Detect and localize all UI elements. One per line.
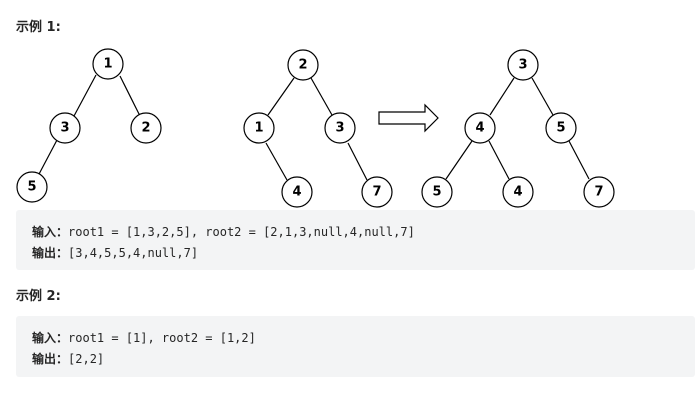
- svg-text:2: 2: [298, 58, 307, 73]
- example-1-output-line: 输出：[3,4,5,5,4,null,7]: [32, 244, 198, 261]
- right-arrow-icon: [378, 103, 439, 133]
- merged-edge: [568, 140, 590, 180]
- example-2-output-line: 输出：[2,2]: [32, 350, 104, 367]
- merged-node: 4: [502, 176, 534, 208]
- output-value: [2,2]: [68, 352, 105, 366]
- input-label: 输入：: [32, 331, 69, 345]
- merged-node: 7: [583, 176, 615, 208]
- svg-text:1: 1: [254, 121, 263, 136]
- tree1-node: 1: [92, 48, 124, 80]
- example-2-code-block: 输入：root1 = [1], root2 = [1,2] 输出：[2,2]: [16, 316, 695, 377]
- svg-text:5: 5: [27, 180, 36, 195]
- tree1-edge: [73, 74, 97, 117]
- svg-text:5: 5: [556, 121, 565, 136]
- svg-text:4: 4: [292, 185, 301, 200]
- svg-text:2: 2: [141, 121, 150, 136]
- svg-text:7: 7: [372, 185, 381, 200]
- output-label: 输出：: [32, 246, 69, 260]
- example-1-input-line: 输入：root1 = [1,3,2,5], root2 = [2,1,3,nul…: [32, 223, 415, 240]
- tree1-edges: [37, 74, 141, 177]
- tree1-node: 3: [49, 112, 81, 144]
- example-1-heading: 示例 1:: [16, 20, 61, 35]
- merged-edge: [531, 77, 554, 116]
- merged-node: 3: [507, 49, 539, 81]
- tree2-edge: [267, 77, 295, 116]
- input-label: 输入：: [32, 225, 69, 239]
- tree2-edge: [347, 142, 368, 181]
- svg-text:3: 3: [518, 58, 527, 73]
- svg-text:3: 3: [335, 121, 344, 136]
- merged-edge: [445, 140, 473, 180]
- tree1-edge: [37, 139, 58, 177]
- tree2-node: 4: [281, 176, 313, 208]
- tree2-edge: [310, 77, 333, 116]
- tree1-edge: [119, 75, 141, 117]
- tree-merge-diagram: 1 3 2 5 2 1 3 4 7 3 4 5: [16, 48, 615, 208]
- input-value: root1 = [1], root2 = [1,2]: [68, 331, 256, 345]
- svg-text:7: 7: [594, 185, 603, 200]
- merged-edges: [445, 77, 590, 180]
- svg-text:3: 3: [60, 121, 69, 136]
- svg-text:4: 4: [475, 121, 484, 136]
- output-value: [3,4,5,5,4,null,7]: [68, 246, 199, 260]
- merged-node: 5: [545, 112, 577, 144]
- tree2-node: 3: [324, 112, 356, 144]
- tree2-edges: [265, 77, 368, 181]
- tree2-node: 7: [361, 176, 393, 208]
- output-label: 输出：: [32, 352, 69, 366]
- svg-text:5: 5: [432, 185, 441, 200]
- tree2-edge: [265, 142, 288, 181]
- example-1-code-block: 输入：root1 = [1,3,2,5], root2 = [2,1,3,nul…: [16, 210, 695, 270]
- tree1-node: 2: [130, 112, 162, 144]
- merged-edge: [488, 140, 510, 180]
- tree2-node: 2: [287, 49, 319, 81]
- svg-text:1: 1: [103, 57, 112, 72]
- tree1-node: 5: [16, 171, 48, 203]
- input-value: root1 = [1,3,2,5], root2 = [2,1,3,null,4…: [68, 225, 415, 239]
- example-2-heading: 示例 2:: [16, 289, 61, 304]
- tree2-node: 1: [243, 112, 275, 144]
- svg-text:4: 4: [513, 185, 522, 200]
- merged-node: 5: [421, 176, 453, 208]
- example-2-input-line: 输入：root1 = [1], root2 = [1,2]: [32, 329, 256, 346]
- merged-edge: [489, 77, 515, 116]
- merged-node: 4: [464, 112, 496, 144]
